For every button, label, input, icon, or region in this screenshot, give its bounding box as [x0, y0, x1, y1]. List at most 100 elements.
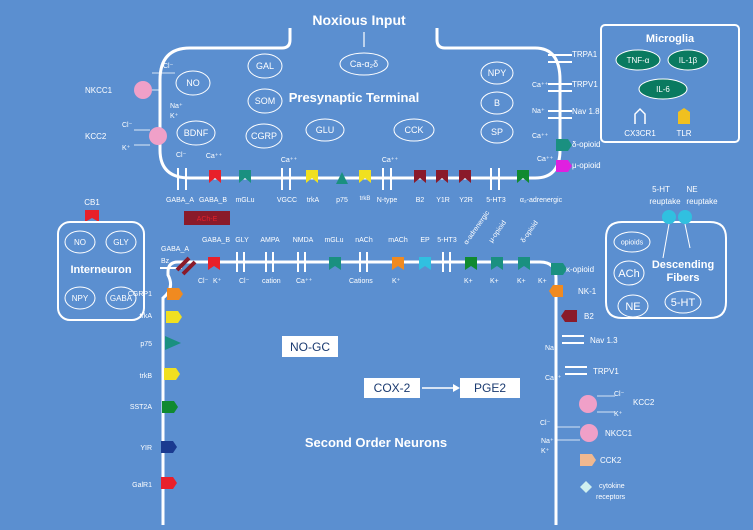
delta-opioid-pre-receptor [556, 139, 572, 151]
left-receptor-label-4: SST2A [130, 404, 153, 411]
nkcc1-pre-circle [134, 81, 152, 99]
y1r-label: Y1R [436, 197, 450, 204]
descending-oval-opioids: opioids [613, 231, 651, 253]
nk1-receptor [549, 285, 563, 297]
galr1-receptor [161, 477, 177, 489]
presynaptic-oval-npy-label: NPY [488, 68, 507, 78]
nkcc1-post-circle [580, 424, 598, 442]
post-gabaa-label: GABA_A [161, 246, 189, 253]
trpv1-pre-channel [548, 83, 572, 92]
interneuron-oval-gly-label: GLY [113, 238, 129, 247]
trkb-pre-receptor [359, 170, 371, 183]
descending-ne-label: NE [686, 185, 697, 194]
presynaptic-title: Presynaptic Terminal [289, 90, 420, 105]
mach-receptor [392, 257, 404, 270]
interneuron-oval-no-label: NO [74, 238, 86, 247]
post-cations: Cations [349, 278, 373, 285]
no-gc-box: NO-GC [282, 336, 338, 357]
descending-oval-5-ht-label: 5-HT [671, 297, 696, 309]
b2-post-receptor [561, 310, 577, 322]
gabab-post-receptor [208, 257, 220, 270]
pre-k: K⁺ [170, 113, 179, 120]
descending-fibers-box [605, 221, 727, 319]
ep-receptor [419, 257, 431, 270]
descending-title-1: Descending [652, 259, 714, 271]
pre-k-mid: K⁺ [122, 145, 131, 152]
post-cation: cation [262, 278, 281, 285]
cytokine-label-1: cytokine [599, 483, 625, 490]
ach-e-label: ACh-E [197, 216, 218, 223]
left-receptor-label-5: YIR [140, 445, 152, 452]
ntype-channel [382, 168, 392, 190]
presynaptic-oval-glu-label: GLU [316, 125, 335, 135]
cb1-label: CB1 [84, 198, 100, 207]
trka-pre-label: trkA [307, 197, 320, 204]
post-mu-label: μ-opioid [488, 220, 508, 245]
cgrp1-receptor [167, 288, 183, 300]
vgcc-channel [281, 168, 291, 190]
cx3cr1-label: CX3CR1 [624, 129, 656, 138]
mglu-pre-receptor [239, 170, 251, 183]
interneuron-oval-gaba-label: GABA [110, 294, 133, 303]
y2r-receptor [459, 170, 471, 183]
trka-post-receptor [166, 311, 182, 323]
gabaa-pre-label: GABA_A [166, 197, 194, 204]
b2-pre-label: B2 [416, 197, 425, 204]
nmda-channel [297, 252, 306, 272]
nav13-label: Nav 1.3 [590, 336, 618, 345]
nach-channel [359, 252, 368, 272]
post-ht3-label: 5-HT3 [437, 237, 457, 244]
ca-b-label: Ca⁺⁺ [206, 153, 223, 160]
pre-ca1: Ca⁺⁺ [532, 82, 549, 89]
tnfa-label: TNF-α [627, 56, 650, 65]
kappa-label: κ-opioid [566, 265, 594, 274]
kcc2-pre-label: KCC2 [85, 132, 107, 141]
post-k2: K⁺ [392, 278, 401, 285]
tnfa-oval [615, 49, 661, 71]
nav18-channel [548, 110, 572, 119]
presynaptic-oval-som: SOM [247, 88, 283, 114]
nk1-label: NK-1 [578, 287, 597, 296]
presynaptic-oval-b-label: B [494, 98, 500, 108]
alpha-adrenergic-post-receptor [465, 257, 477, 270]
a2-adrenergic-label: α₂-adrenergic [520, 197, 563, 204]
presynaptic-oval-no: NO [175, 70, 211, 96]
noxious-input-title: Noxious Input [312, 12, 406, 28]
cb1-receptor [85, 210, 99, 222]
post-k4: K+ [490, 278, 499, 285]
microglia-box [600, 24, 740, 143]
mu-opioid-post-receptor [491, 257, 503, 270]
post-gabab-label: GABA_B [202, 237, 230, 244]
cx3cr1-receptor [634, 107, 646, 124]
b2-pre-receptor [414, 170, 426, 183]
presynaptic-oval-glu: GLU [305, 118, 345, 142]
presynaptic-oval-cck: CCK [393, 118, 435, 142]
pre-na: Na⁺ [170, 103, 183, 110]
trkb-post-receptor [164, 368, 180, 380]
il1b-oval [667, 49, 709, 71]
cytokine-label-2: receptors [596, 494, 626, 501]
presynaptic-oval-cck-label: CCK [404, 125, 423, 135]
presynaptic-oval-gal-label: GAL [256, 61, 274, 71]
ampa-channel [265, 252, 274, 272]
presynaptic-oval-b: B [480, 91, 514, 115]
post-gly-label: GLY [235, 237, 249, 244]
post-ampa-label: AMPA [260, 237, 280, 244]
pre-trpa1: TRPA1 [572, 50, 598, 59]
left-receptor-label-2: p75 [140, 341, 152, 348]
right-k2: K⁺ [541, 448, 550, 455]
gly-channel [236, 252, 245, 272]
descending-oval-ach: ACh [613, 260, 645, 286]
presynaptic-oval-bdnf-label: BDNF [184, 128, 209, 138]
il6-oval [638, 78, 688, 100]
left-receptor-label-3: trkB [140, 373, 153, 380]
post-cl2: Cl⁻ [239, 278, 250, 285]
nav13-channel [562, 335, 584, 344]
descending-oval-5-ht: 5-HT [664, 290, 702, 314]
pge2-label: PGE2 [473, 381, 506, 395]
yir-receptor [161, 441, 177, 453]
descending-oval-ne: NE [617, 294, 649, 318]
right-ca-label: Ca⁺⁺ [545, 375, 562, 382]
